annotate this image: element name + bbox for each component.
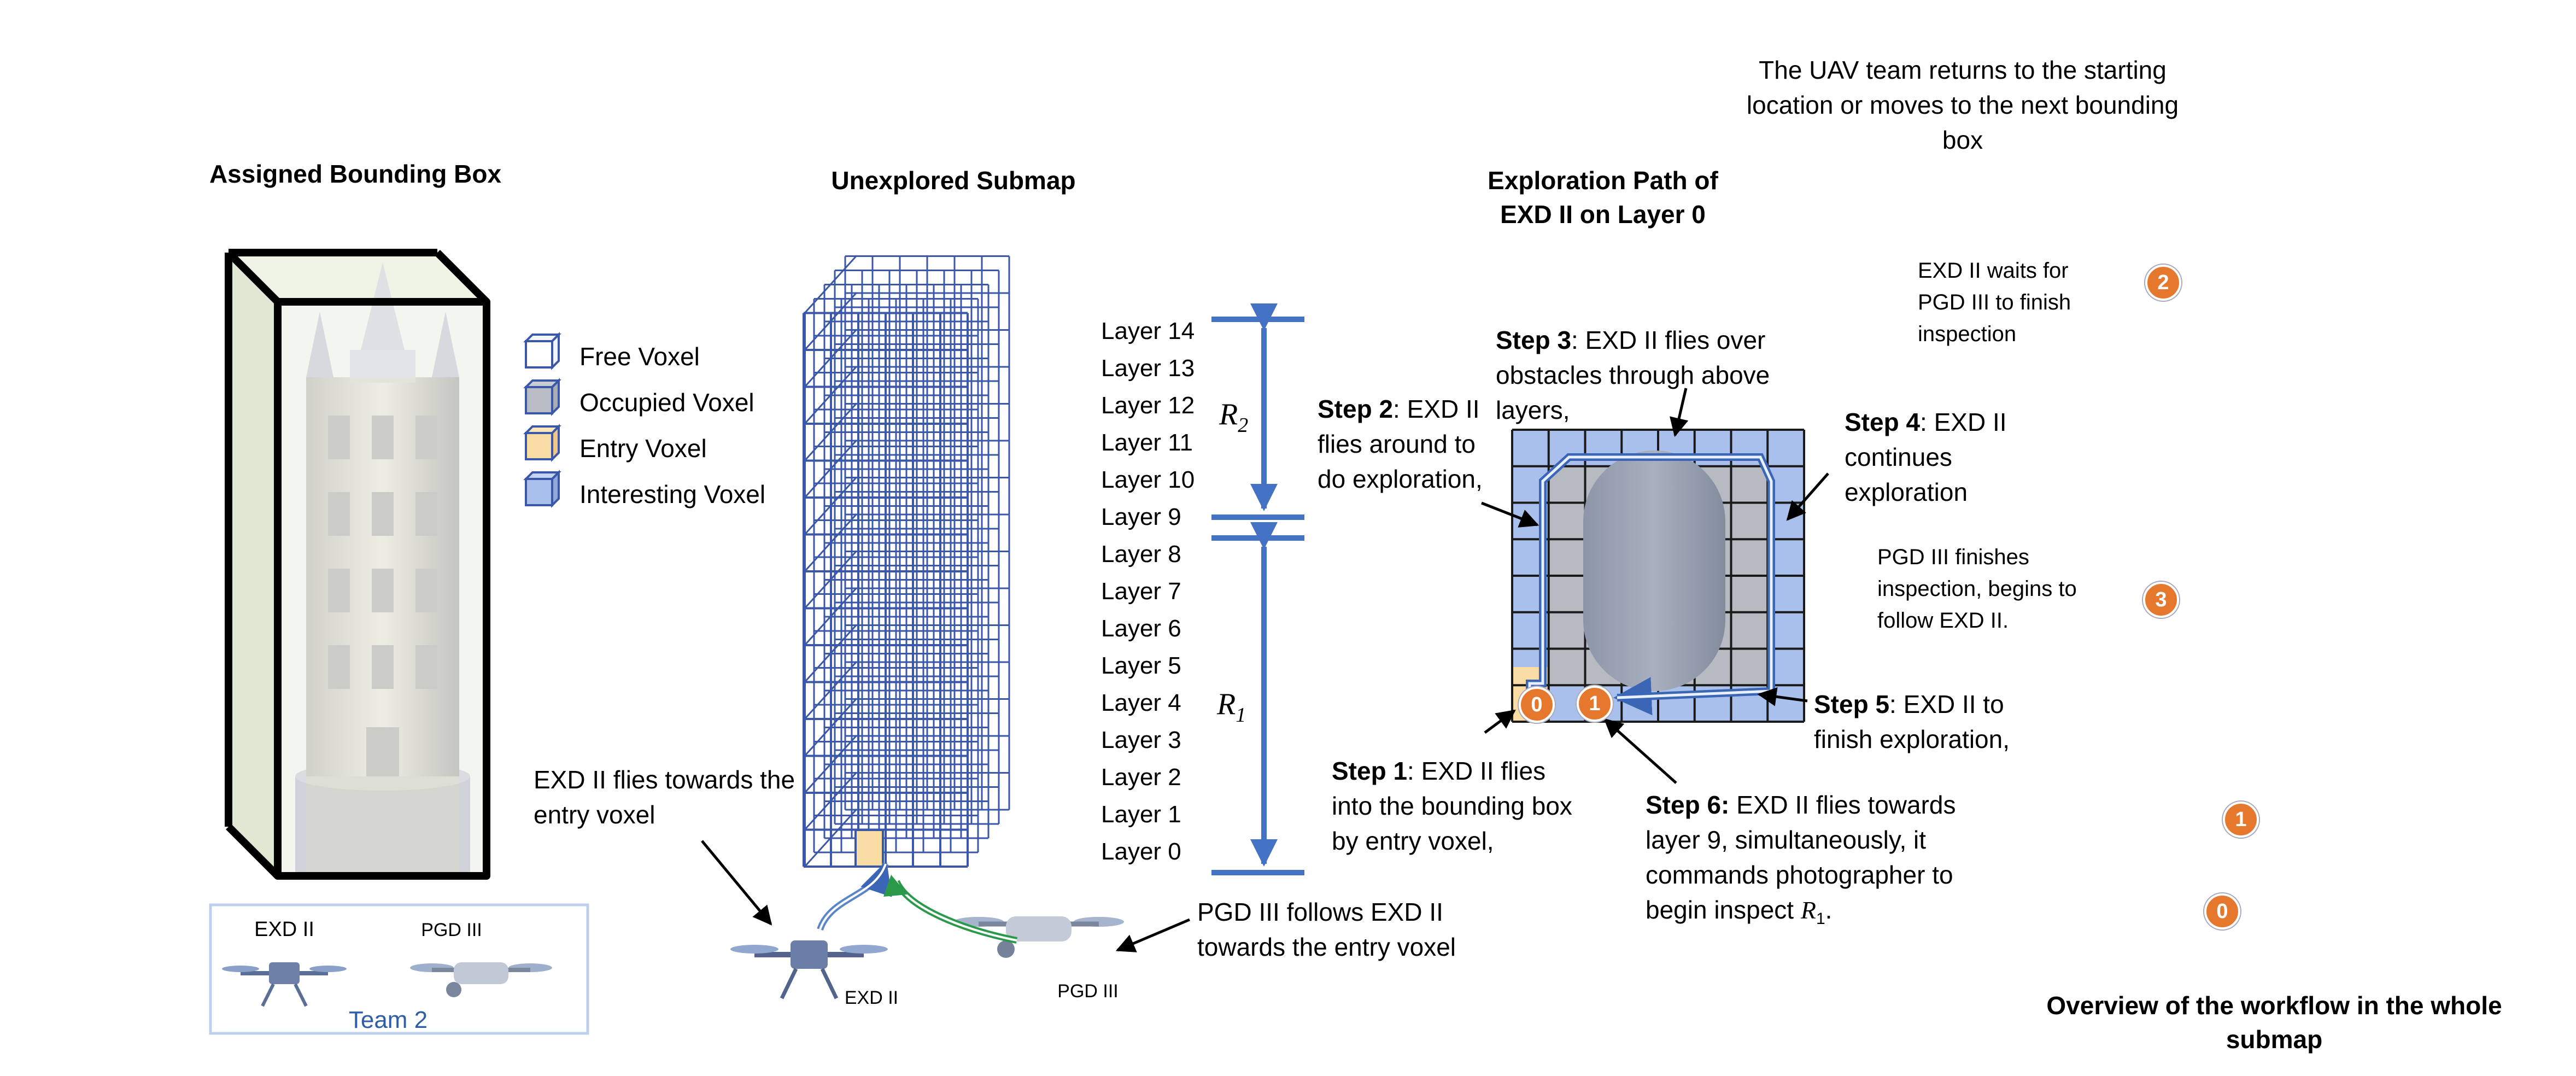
team-name: Team 2	[349, 1007, 428, 1033]
layer0-badge-1: 1	[1577, 686, 1613, 722]
layer-label: Layer 13	[1101, 355, 1195, 382]
voxel-grid-line	[804, 329, 858, 388]
legend-cube-icon	[523, 424, 561, 462]
voxel-grid-line	[804, 771, 858, 831]
panel2-title: Unexplored Submap	[831, 166, 1075, 195]
layer-label: Layer 3	[1101, 727, 1181, 753]
pgd-iii-path-inner	[895, 881, 1017, 942]
layer-label: Layer 6	[1101, 615, 1181, 642]
layer0-grid	[1511, 429, 1805, 723]
legend-label: Occupied Voxel	[579, 388, 754, 417]
layer-label: Layer 4	[1101, 689, 1181, 716]
exploration-path-inner	[1528, 455, 1773, 705]
exd-ii-drone-label: EXD II	[845, 987, 898, 1008]
voxel-grid-line	[804, 660, 858, 720]
tower-model	[295, 262, 470, 875]
r2-label: R2	[1219, 397, 1248, 437]
bounding-box-panel	[209, 249, 589, 1035]
overview-badge-0: 0	[2204, 893, 2240, 929]
step2-text: Step 2: EXD II flies around to do explor…	[1318, 395, 1483, 493]
layer-label: Layer 0	[1101, 838, 1181, 865]
pgd-iii-drone-icon	[410, 962, 552, 997]
exd-note-text: EXD II flies towards the entry voxel	[534, 765, 795, 829]
pgd-iii-path	[893, 880, 1018, 944]
exd-ii-drone-icon	[222, 962, 347, 1007]
legend-cube-icon	[523, 332, 561, 370]
voxel-grid-line	[804, 365, 858, 425]
voxel-grid-line	[804, 698, 858, 757]
pgd-note-text: PGD III follows EXD II towards the entry…	[1197, 898, 1456, 961]
overview-badge-1: 1	[2223, 802, 2259, 838]
pgd-iii-drone	[953, 916, 1124, 958]
voxel-grid	[803, 255, 1010, 868]
overview-badge-2: 2	[2145, 265, 2181, 301]
layer-label: Layer 14	[1101, 318, 1195, 344]
overview-badge-3: 3	[2143, 582, 2179, 618]
layer-labels: Layer 14 Layer 13 Layer 12 Layer 11 Laye…	[1101, 318, 1195, 865]
voxel-grid-line	[804, 291, 858, 351]
layer0-badge-0: 0	[1519, 687, 1555, 723]
voxel-grid-line	[804, 402, 858, 461]
bounding-box-side-face	[229, 253, 278, 876]
wait-note: EXD II waits for PGD III to finish inspe…	[1918, 259, 2071, 346]
voxel-grid-line	[804, 439, 858, 499]
panel4-title: Overview of the workflow in the whole su…	[2046, 991, 2502, 1054]
legend-label: Entry Voxel	[579, 434, 707, 463]
bounding-box-edge	[226, 250, 280, 305]
bounding-box-edge	[226, 824, 280, 879]
layer-label: Layer 7	[1101, 578, 1181, 605]
voxel-grid-line	[804, 587, 858, 646]
layer-label: Layer 1	[1101, 801, 1181, 828]
pgd-finish-note: PGD III finishes inspection, begins to f…	[1877, 545, 2077, 633]
step3-text: Step 3: EXD II flies over obstacles thro…	[1496, 326, 1770, 424]
legend: Free Voxel Occupied Voxel Entry Voxel In…	[523, 332, 765, 508]
legend-label: Free Voxel	[579, 342, 700, 371]
voxel-grid-line	[804, 513, 858, 572]
pgd-iii-drone-label: PGD III	[1057, 981, 1118, 1002]
layer-label: Layer 12	[1101, 392, 1195, 419]
exd-note-arrow	[701, 840, 772, 926]
bounding-box-front-edge	[274, 298, 490, 880]
obstacle	[1583, 451, 1725, 691]
voxel-grid-line	[804, 624, 858, 683]
exd-ii-drone	[730, 940, 888, 999]
step4-text: Step 4: EXD II continues exploration	[1845, 408, 2007, 506]
legend-cube-icon	[523, 378, 561, 416]
voxel-grid-line	[804, 550, 858, 609]
bounding-box-edge	[435, 250, 489, 305]
entry-voxel-cube	[854, 829, 884, 868]
r1-label: R1	[1216, 687, 1246, 727]
pgd-iii-path-arrowhead	[883, 875, 908, 897]
return-note: The UAV team returns to the starting loc…	[1746, 56, 2179, 154]
team-pgd-label: PGD III	[421, 920, 482, 940]
step-arrows	[1481, 388, 1829, 784]
exd-ii-path-inner	[819, 863, 887, 930]
step6-text: Step 6: EXD II flies towards layer 9, si…	[1646, 791, 1956, 928]
r1-bracket	[1211, 522, 1304, 875]
step1-text: Step 1: EXD II flies into the bounding b…	[1332, 757, 1572, 855]
pgd-note-arrow	[1115, 918, 1190, 952]
layer-label: Layer 9	[1101, 504, 1181, 530]
layer-label: Layer 2	[1101, 764, 1181, 791]
layer-label: Layer 5	[1101, 652, 1181, 679]
layer-label: Layer 8	[1101, 541, 1181, 568]
legend-label: Interesting Voxel	[579, 480, 765, 508]
step5-text: Step 5: EXD II to finish exploration,	[1814, 690, 2010, 753]
bounding-box-top-face	[229, 253, 487, 302]
layer-label: Layer 10	[1101, 466, 1195, 493]
r2-bracket	[1211, 303, 1304, 520]
voxel-grid-line	[804, 255, 858, 314]
voxel-grid-line	[804, 808, 858, 868]
panel1-title: Assigned Bounding Box	[209, 160, 502, 188]
voxel-grid-line	[804, 476, 858, 535]
legend-cube-icon	[523, 470, 561, 508]
team-exd-label: EXD II	[254, 918, 314, 941]
layer-label: Layer 11	[1101, 429, 1193, 456]
voxel-grid-line	[804, 734, 858, 794]
